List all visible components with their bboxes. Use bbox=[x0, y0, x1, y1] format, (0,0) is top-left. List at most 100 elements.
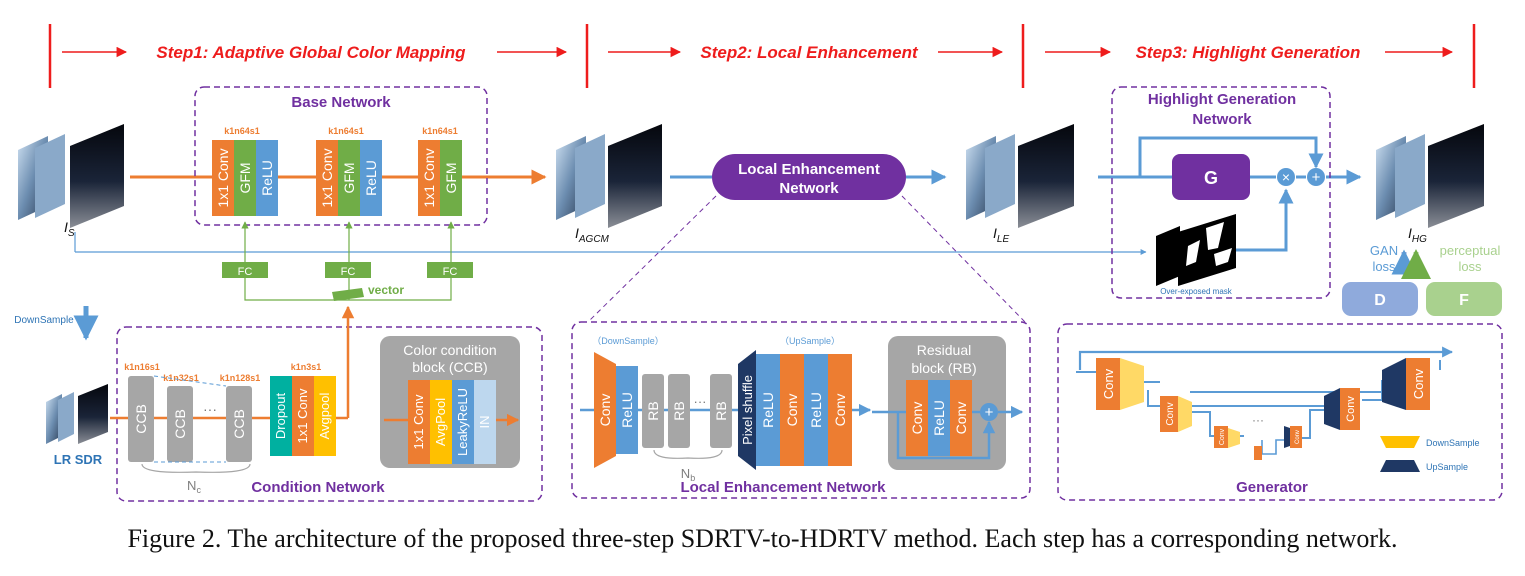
svg-text:ReLU: ReLU bbox=[619, 392, 635, 428]
base-conv-block: k1n64s1 1x1 Conv GFM ReLU bbox=[316, 126, 382, 216]
svg-text:···: ··· bbox=[1252, 413, 1264, 427]
nc-label: Nc bbox=[187, 478, 201, 495]
svg-text:AvgPool: AvgPool bbox=[433, 398, 448, 446]
svg-text:GFM: GFM bbox=[341, 162, 357, 193]
svg-text:Conv: Conv bbox=[1411, 368, 1426, 399]
condition-network-title: Condition Network bbox=[251, 479, 385, 496]
svg-text:1x1 Conv: 1x1 Conv bbox=[295, 388, 310, 443]
perceptual-loss-label: perceptual bbox=[1440, 243, 1501, 258]
svg-text:F: F bbox=[1459, 292, 1469, 309]
base-conv-block: k1n64s1 1x1 Conv GFM bbox=[418, 126, 462, 216]
svg-text:GFM: GFM bbox=[237, 162, 253, 193]
svg-text:RB: RB bbox=[671, 401, 687, 420]
vector-shape bbox=[332, 288, 364, 301]
svg-text:Conv: Conv bbox=[1219, 428, 1226, 445]
svg-text:（UpSample）: （UpSample） bbox=[780, 336, 840, 346]
svg-text:Color condition: Color condition bbox=[403, 342, 496, 358]
svg-text:Conv: Conv bbox=[597, 394, 613, 427]
step-header: Step1: Adaptive Global Color Mapping Ste… bbox=[48, 24, 1476, 88]
local-enhancement-title: Local Enhancement Network bbox=[680, 479, 886, 496]
svg-text:Conv: Conv bbox=[784, 394, 800, 427]
base-network-title: Base Network bbox=[291, 94, 391, 111]
svg-text:Network: Network bbox=[1192, 111, 1252, 128]
svg-text:LeakyReLU: LeakyReLU bbox=[455, 388, 470, 456]
svg-text:k1n32s1: k1n32s1 bbox=[163, 373, 199, 383]
svg-text:Pixel shuffle: Pixel shuffle bbox=[740, 375, 755, 445]
loss-group: GAN loss perceptual loss D F bbox=[1342, 243, 1502, 316]
svg-text:FC: FC bbox=[341, 266, 356, 278]
svg-text:FC: FC bbox=[238, 266, 253, 278]
multiply-op bbox=[1277, 168, 1295, 186]
step2-label: Step2: Local Enhancement bbox=[700, 43, 919, 62]
svg-text:Conv: Conv bbox=[1295, 430, 1301, 444]
agcm-image-stack: IAGCM bbox=[556, 124, 662, 245]
svg-text:Conv: Conv bbox=[1101, 368, 1116, 399]
svg-text:···: ··· bbox=[694, 394, 707, 409]
svg-text:GFM: GFM bbox=[443, 162, 459, 193]
base-network: Base Network bbox=[194, 86, 488, 226]
input-image-stack: IS bbox=[18, 124, 124, 239]
svg-text:×: × bbox=[1282, 169, 1290, 185]
svg-text:1x1 Conv: 1x1 Conv bbox=[421, 148, 437, 207]
highlight-generation-network: Highlight Generation Network G × + bbox=[1111, 86, 1331, 299]
svg-text:DownSample: DownSample bbox=[14, 315, 74, 326]
lr-sdr-label: LR SDR bbox=[54, 452, 103, 467]
svg-text:k1n64s1: k1n64s1 bbox=[422, 126, 458, 136]
downsample-legend-shape bbox=[1380, 436, 1420, 448]
svg-text:FC: FC bbox=[443, 266, 458, 278]
vector-label: vector bbox=[368, 283, 404, 297]
svg-text:CCB: CCB bbox=[172, 409, 188, 439]
highlight-title: Highlight Generation bbox=[1148, 91, 1296, 108]
svg-text:ReLU: ReLU bbox=[363, 160, 379, 196]
svg-text:CCB: CCB bbox=[231, 409, 247, 439]
mask-label: Over-exposed mask bbox=[1160, 287, 1233, 296]
svg-text:D: D bbox=[1374, 292, 1386, 309]
hg-label: IHG bbox=[1408, 225, 1427, 245]
svg-text:IN: IN bbox=[477, 416, 492, 429]
svg-text:ReLU: ReLU bbox=[931, 400, 947, 436]
upsample-legend-shape bbox=[1380, 460, 1420, 472]
svg-text:1x1 Conv: 1x1 Conv bbox=[411, 394, 426, 449]
local-enhancement-detail: Local Enhancement Network （DownSample） （… bbox=[571, 321, 1031, 499]
svg-text:block (CCB): block (CCB) bbox=[412, 359, 487, 375]
le-image-stack: ILE bbox=[966, 124, 1074, 245]
is-label: IS bbox=[64, 219, 75, 239]
residual-block: Residual block (RB) Conv ReLU Conv + bbox=[872, 336, 1024, 470]
svg-text:CCB: CCB bbox=[133, 404, 149, 434]
nb-label: Nb bbox=[681, 466, 695, 483]
mask-image: Over-exposed mask bbox=[1156, 214, 1236, 296]
svg-text:loss: loss bbox=[1372, 259, 1396, 274]
svg-text:ReLU: ReLU bbox=[259, 160, 275, 196]
svg-text:k1n3s1: k1n3s1 bbox=[291, 362, 322, 372]
generator: Generator Conv Conv Conv ··· Conv Conv C… bbox=[1057, 323, 1503, 501]
svg-text:ReLU: ReLU bbox=[760, 392, 776, 428]
fc-layer-group: FC FC FC vector bbox=[222, 221, 473, 301]
svg-text:DownSample: DownSample bbox=[1426, 438, 1480, 448]
color-condition-block: Color condition block (CCB) 1x1 Conv Avg… bbox=[380, 336, 520, 468]
lr-sdr-image: LR SDR bbox=[46, 384, 108, 467]
feature-network-box bbox=[1426, 282, 1502, 316]
svg-text:+: + bbox=[985, 404, 994, 421]
add-op bbox=[1307, 168, 1325, 186]
svg-text:Conv: Conv bbox=[1345, 396, 1357, 422]
svg-text:+: + bbox=[1312, 169, 1321, 186]
mask-arrow bbox=[1236, 188, 1294, 252]
agcm-label: IAGCM bbox=[575, 225, 610, 245]
gan-loss-label: GAN bbox=[1370, 243, 1398, 258]
svg-text:1x1 Conv: 1x1 Conv bbox=[215, 148, 231, 207]
svg-text:···: ··· bbox=[203, 401, 217, 417]
svg-text:RB: RB bbox=[713, 401, 729, 420]
svg-text:k1n16s1: k1n16s1 bbox=[124, 362, 160, 372]
svg-text:block (RB): block (RB) bbox=[911, 360, 976, 376]
generator-g-label: G bbox=[1204, 168, 1218, 188]
step3-label: Step3: Highlight Generation bbox=[1136, 43, 1361, 62]
svg-text:ReLU: ReLU bbox=[808, 392, 824, 428]
condition-network: Condition Network k1n16s1 k1n32s1 k1n128… bbox=[110, 305, 543, 502]
generator-title: Generator bbox=[1236, 479, 1308, 496]
svg-text:Conv: Conv bbox=[1165, 402, 1176, 425]
svg-text:loss: loss bbox=[1458, 259, 1482, 274]
svg-text:Network: Network bbox=[779, 180, 839, 197]
le-label: ILE bbox=[993, 225, 1009, 245]
svg-text:k1n64s1: k1n64s1 bbox=[224, 126, 260, 136]
